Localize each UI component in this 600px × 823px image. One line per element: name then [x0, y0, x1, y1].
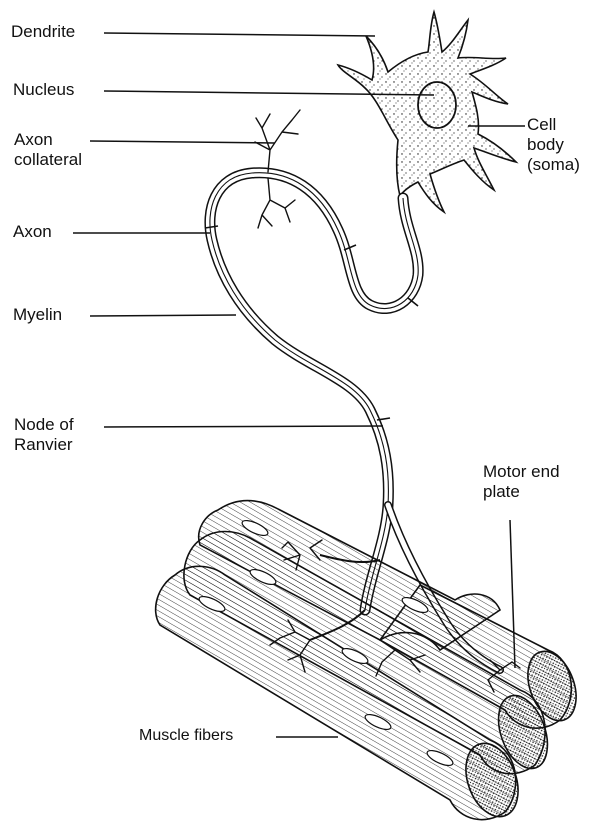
label-myelin: Myelin: [13, 305, 62, 325]
label-axon: Axon: [13, 222, 52, 242]
label-axon-collateral: Axon collateral: [14, 130, 82, 170]
myelin-leader: [90, 315, 236, 316]
label-node-of-ranvier: Node of Ranvier: [14, 415, 74, 455]
node-of-ranvier-leader: [104, 426, 383, 427]
muscle-fibers-bundle: [156, 501, 585, 823]
axon-collateral-leader: [90, 141, 275, 143]
label-cell-body: Cell body (soma): [527, 115, 580, 175]
label-muscle-fibers: Muscle fibers: [139, 726, 233, 746]
label-motor-end-plate: Motor end plate: [483, 462, 560, 502]
label-nucleus: Nucleus: [13, 80, 74, 100]
cell-body-shape: [338, 12, 516, 212]
dendrite-leader: [104, 33, 375, 36]
label-dendrite: Dendrite: [11, 22, 75, 42]
